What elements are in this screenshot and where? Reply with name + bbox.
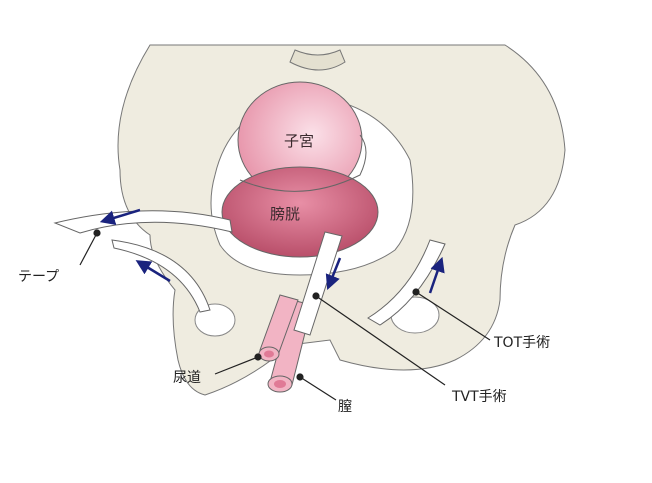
tape-left-lower (111, 239, 211, 313)
tot-label: TOT手術 (494, 335, 551, 351)
urethra-label: 尿道 (173, 370, 201, 386)
tvt-tape (293, 231, 343, 336)
arrow-icon (428, 256, 445, 294)
arrow-icon (135, 260, 171, 283)
tape-label: テープ (18, 269, 60, 285)
arrow-icon (325, 257, 342, 290)
left-obturator (194, 303, 236, 337)
bladder (221, 166, 379, 258)
leader-lines (79, 229, 491, 401)
arrow-icon (99, 208, 141, 226)
sacrum-edge (289, 49, 346, 71)
bladder-label: 膀胱 (270, 205, 301, 223)
uterus-label: 子宮 (284, 132, 315, 150)
tvt-label: TVT手術 (452, 389, 507, 405)
vagina-label: 膣 (338, 399, 352, 415)
